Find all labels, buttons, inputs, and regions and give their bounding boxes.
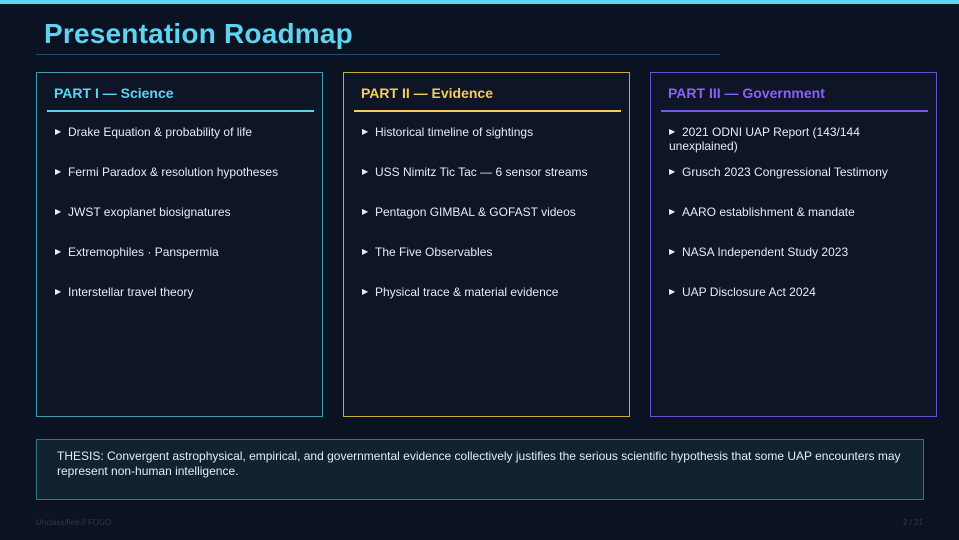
classification-label: Unclassified // FOUO: [36, 518, 112, 527]
list-item: ▶ NASA Independent Study 2023: [669, 245, 927, 259]
triangle-right-icon: ▶: [669, 127, 676, 136]
page-number: 2 / 21: [902, 518, 923, 527]
list-item-label: Physical trace & material evidence: [375, 285, 559, 299]
list-item-label: AARO establishment & mandate: [682, 205, 855, 219]
thesis-box: THESIS: Convergent astrophysical, empiri…: [36, 439, 924, 500]
list-item-label: Interstellar travel theory: [68, 285, 194, 299]
triangle-right-icon: ▶: [362, 207, 369, 216]
triangle-right-icon: ▶: [55, 287, 62, 296]
panel-government: PART III — Government ▶ 2021 ODNI UAP Re…: [650, 72, 937, 417]
thesis-text: THESIS: Convergent astrophysical, empiri…: [57, 449, 901, 478]
triangle-right-icon: ▶: [669, 207, 676, 216]
list-item-label: Fermi Paradox & resolution hypotheses: [68, 165, 279, 179]
list-item: ▶ Interstellar travel theory: [55, 285, 313, 299]
list-item-label: JWST exoplanet biosignatures: [68, 205, 231, 219]
panel-science: PART I — Science ▶ Drake Equation & proba…: [36, 72, 323, 417]
triangle-right-icon: ▶: [55, 247, 62, 256]
list-item: ▶ AARO establishment & mandate: [669, 205, 927, 219]
triangle-right-icon: ▶: [55, 127, 62, 136]
list-item: ▶ Extremophiles · Panspermia: [55, 245, 313, 259]
list-item: ▶ Physical trace & material evidence: [362, 285, 620, 299]
panel-heading-rule: [661, 110, 928, 112]
triangle-right-icon: ▶: [55, 207, 62, 216]
list-item-label: UAP Disclosure Act 2024: [682, 285, 816, 299]
list-item-label: The Five Observables: [375, 245, 493, 259]
panel-item-list: ▶ 2021 ODNI UAP Report (143/144 unexplai…: [669, 125, 927, 325]
top-accent-bar: [0, 0, 959, 4]
list-item-label: NASA Independent Study 2023: [682, 245, 849, 259]
list-item: ▶ Drake Equation & probability of life: [55, 125, 313, 139]
panel-item-list: ▶ Historical timeline of sightings ▶ USS N…: [362, 125, 620, 325]
list-item: ▶ The Five Observables: [362, 245, 620, 259]
triangle-right-icon: ▶: [669, 167, 676, 176]
list-item-label: Drake Equation & probability of life: [68, 125, 253, 139]
list-item-label: Pentagon GIMBAL & GOFAST videos: [375, 205, 576, 219]
triangle-right-icon: ▶: [362, 127, 369, 136]
triangle-right-icon: ▶: [362, 247, 369, 256]
slide-title: Presentation Roadmap: [44, 18, 353, 49]
list-item: ▶ Fermi Paradox & resolution hypotheses: [55, 165, 313, 179]
panel-heading: PART II — Evidence: [361, 85, 493, 101]
list-item-label: USS Nimitz Tic Tac — 6 sensor streams: [375, 165, 588, 179]
list-item: ▶ Historical timeline of sightings: [362, 125, 620, 139]
panel-heading-rule: [47, 110, 314, 112]
list-item-label: Extremophiles · Panspermia: [68, 245, 219, 259]
list-item: ▶ USS Nimitz Tic Tac — 6 sensor streams: [362, 165, 620, 179]
triangle-right-icon: ▶: [669, 247, 676, 256]
triangle-right-icon: ▶: [55, 167, 62, 176]
list-item: ▶ Grusch 2023 Congressional Testimony: [669, 165, 927, 179]
panel-heading: PART I — Science: [54, 85, 174, 101]
triangle-right-icon: ▶: [362, 167, 369, 176]
list-item-label: Historical timeline of sightings: [375, 125, 534, 139]
list-item: ▶ UAP Disclosure Act 2024: [669, 285, 927, 299]
list-item: ▶ 2021 ODNI UAP Report (143/144 unexplai…: [669, 125, 927, 153]
list-item-label: Grusch 2023 Congressional Testimony: [682, 165, 888, 179]
list-item: ▶ JWST exoplanet biosignatures: [55, 205, 313, 219]
title-divider: [36, 54, 720, 55]
panel-heading-rule: [354, 110, 621, 112]
triangle-right-icon: ▶: [362, 287, 369, 296]
panel-heading: PART III — Government: [668, 85, 825, 101]
list-item-label: 2021 ODNI UAP Report (143/144 unexplaine…: [669, 125, 860, 153]
triangle-right-icon: ▶: [669, 287, 676, 296]
list-item: ▶ Pentagon GIMBAL & GOFAST videos: [362, 205, 620, 219]
panel-evidence: PART II — Evidence ▶ Historical timeline …: [343, 72, 630, 417]
panel-item-list: ▶ Drake Equation & probability of life ▶ F…: [55, 125, 313, 325]
